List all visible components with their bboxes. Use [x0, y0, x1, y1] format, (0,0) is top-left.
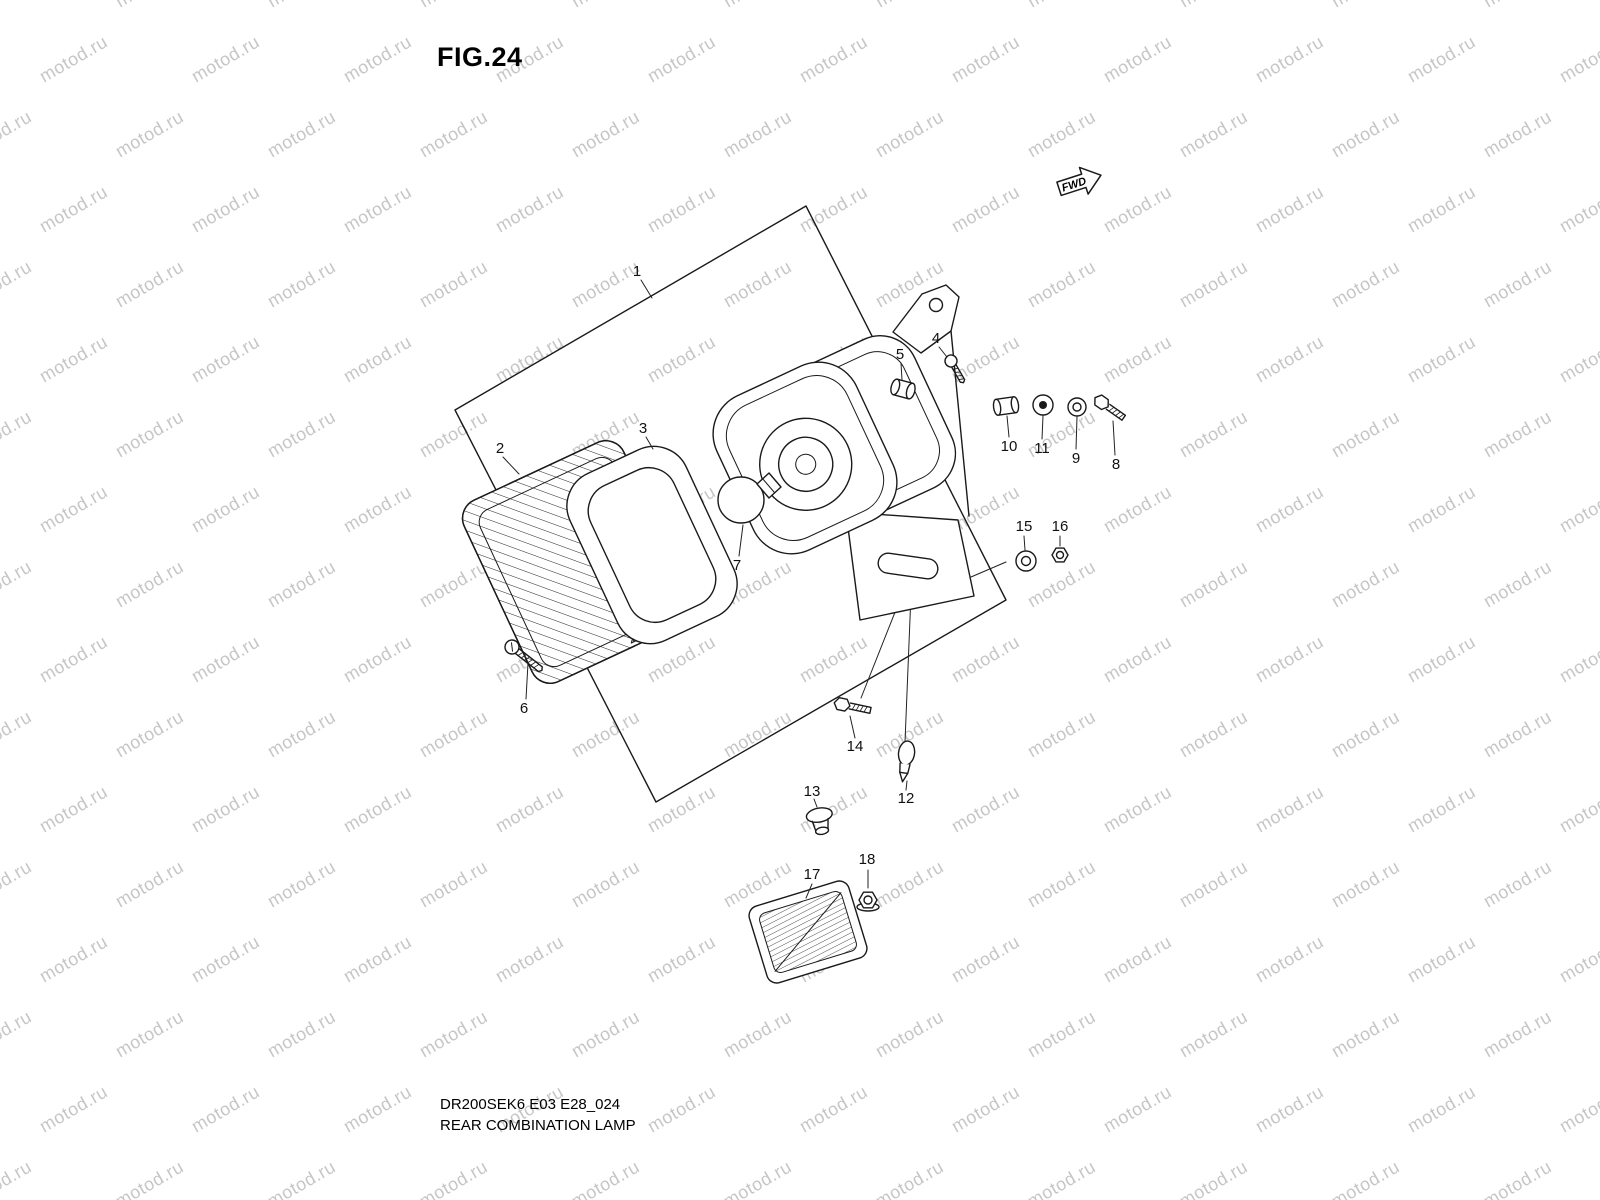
part-6-screw: [504, 639, 543, 673]
label-leader-lines: [502, 279, 1116, 899]
figure-title: FIG.24: [437, 42, 523, 72]
part-3-gasket: [566, 445, 738, 645]
document-title: REAR COMBINATION LAMP: [440, 1117, 636, 1134]
fwd-arrow-icon: FWD: [1056, 166, 1102, 197]
part-16-nut: [1051, 547, 1069, 563]
part-14-bolt: [833, 696, 872, 715]
part-13-socket: [805, 807, 833, 836]
part-label-1: 1: [633, 263, 641, 280]
part-18-nut: [856, 891, 880, 912]
part-label-3: 3: [639, 420, 647, 437]
part-label-12: 12: [898, 790, 915, 807]
part-5-spacer: [890, 378, 916, 400]
part-11-grommet: [1032, 394, 1054, 416]
part-label-10: 10: [1001, 438, 1018, 455]
part-label-8: 8: [1112, 456, 1120, 473]
part-9-washer: [1067, 397, 1087, 417]
part-17-reflector: [748, 880, 868, 984]
part-label-17: 17: [804, 866, 821, 883]
part-label-16: 16: [1052, 518, 1069, 535]
part-4-screw: [944, 354, 966, 384]
part-12-wedge-bulb: [897, 740, 916, 783]
document-code: DR200SEK6 E03 E28_024: [440, 1096, 621, 1113]
part-label-13: 13: [804, 783, 821, 800]
part-label-4: 4: [932, 330, 940, 347]
part-8-bolt: [1094, 394, 1127, 421]
part-label-2: 2: [496, 440, 504, 457]
part-label-15: 15: [1016, 518, 1033, 535]
part-label-5: 5: [896, 346, 904, 363]
part-15-washer: [1015, 550, 1037, 572]
diagram-frame: [454, 205, 1007, 803]
part-label-14: 14: [847, 738, 864, 755]
part-label-6: 6: [520, 700, 528, 717]
part-label-7: 7: [733, 557, 741, 574]
part-label-9: 9: [1072, 450, 1080, 467]
part-10-collar: [992, 396, 1020, 416]
part-label-11: 11: [1034, 440, 1050, 457]
part-7-bulb: [717, 472, 782, 524]
part-label-18: 18: [859, 851, 876, 868]
